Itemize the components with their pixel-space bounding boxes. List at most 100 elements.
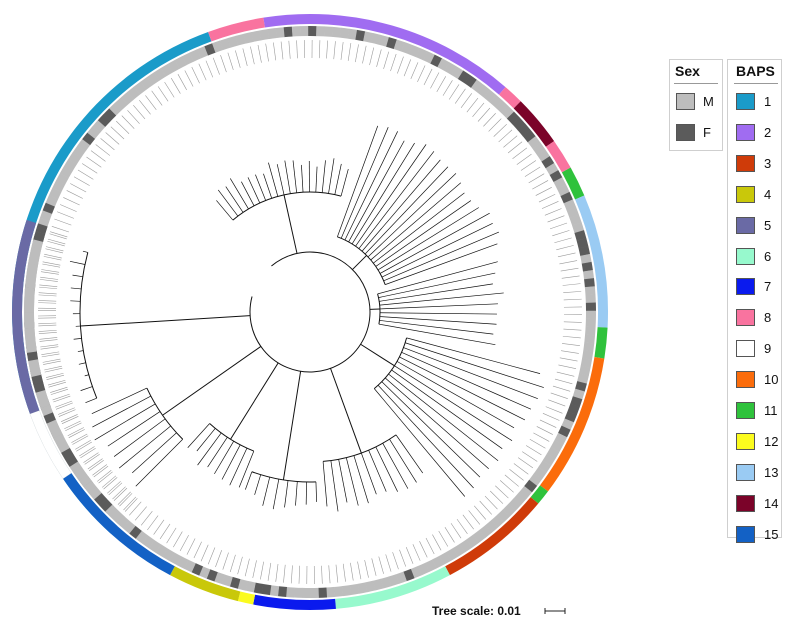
baps-legend-label-6: 6	[764, 249, 771, 264]
tip-label-mark	[39, 285, 57, 287]
tip-label-mark	[127, 110, 139, 123]
tip-label-mark	[60, 205, 77, 212]
tree-leaf-branch	[74, 338, 82, 339]
tip-label-mark	[281, 42, 283, 60]
tip-label-mark	[40, 279, 58, 281]
tree-leaf-branch	[371, 183, 461, 260]
tip-label-mark	[63, 197, 79, 205]
tip-label-mark	[563, 336, 581, 338]
baps-legend-swatch-11	[736, 402, 755, 419]
tip-label-mark	[561, 351, 579, 354]
tip-label-mark	[125, 498, 137, 511]
sex-ring-segment	[586, 319, 596, 328]
tip-label-mark	[78, 170, 93, 179]
tip-label-mark	[185, 71, 193, 87]
tip-label-mark	[273, 42, 275, 60]
tip-label-mark	[536, 187, 552, 195]
tip-label-mark	[517, 154, 532, 164]
tip-label-mark	[562, 343, 580, 345]
tip-label-mark	[68, 428, 84, 436]
tip-label-mark	[206, 61, 213, 78]
sex-ring-segment	[24, 296, 34, 305]
tip-label-mark	[463, 515, 474, 529]
tip-label-mark	[133, 105, 145, 119]
tip-label-mark	[39, 295, 57, 296]
tip-label-mark	[513, 148, 527, 159]
tip-label-mark	[94, 466, 108, 477]
sex-ring-segment	[276, 27, 285, 38]
sex-ring-segment	[24, 328, 35, 337]
sex-ring-segment	[310, 588, 318, 598]
tip-label-mark	[230, 555, 235, 572]
tip-label-mark	[522, 452, 537, 462]
tip-label-mark	[46, 247, 63, 251]
tree-leaf-branch	[399, 357, 525, 420]
tip-label-mark	[49, 234, 66, 239]
tip-label-mark	[419, 541, 427, 557]
tip-label-mark	[529, 174, 544, 183]
tip-label-mark	[485, 496, 497, 509]
tree-leaf-branch	[380, 304, 498, 309]
tip-label-mark	[533, 433, 549, 442]
sex-ring-segment	[585, 327, 596, 336]
tip-label-mark	[539, 194, 555, 202]
tip-label-mark	[187, 539, 195, 555]
tree-clade-stem	[284, 195, 297, 254]
tree-leaf-branch	[85, 398, 96, 403]
tip-label-mark	[503, 136, 517, 148]
sex-ring-segment	[302, 588, 310, 598]
tree-leaf-branch	[230, 448, 247, 485]
tip-label-mark	[49, 382, 66, 387]
tip-label-mark	[358, 562, 361, 580]
tip-label-mark	[46, 373, 63, 377]
baps-legend-swatch-1	[736, 93, 755, 110]
tip-label-mark	[139, 100, 150, 114]
tip-label-mark	[397, 57, 403, 74]
tip-label-mark	[213, 58, 219, 75]
tip-label-mark	[40, 340, 58, 342]
tip-label-mark	[430, 73, 439, 89]
tip-label-mark	[47, 375, 64, 379]
tip-label-mark	[48, 380, 65, 385]
tip-label-mark	[111, 127, 124, 139]
sex-legend-swatch-f	[676, 124, 695, 141]
tree-leaf-branch	[382, 223, 493, 277]
sex-ring-segment	[267, 28, 277, 39]
tip-label-mark	[109, 483, 122, 495]
sex-ring-segment	[350, 584, 360, 595]
tip-label-mark	[180, 535, 189, 551]
tip-label-mark	[291, 565, 292, 583]
tip-label-mark	[525, 167, 540, 177]
tip-label-mark	[404, 59, 411, 76]
tip-label-mark	[417, 66, 425, 82]
sex-ring-segment	[585, 294, 595, 303]
tip-label-mark	[135, 507, 147, 521]
tip-label-mark	[564, 322, 582, 323]
tip-label-mark	[39, 330, 57, 331]
tip-label-mark	[299, 566, 300, 584]
tip-label-mark	[201, 545, 208, 561]
baps-legend-label-7: 7	[764, 279, 771, 294]
tree-leaf-branch	[208, 437, 228, 467]
tip-label-mark	[85, 454, 100, 464]
sex-ring-segment	[326, 587, 335, 598]
tip-label-mark	[393, 552, 399, 569]
tip-label-mark	[494, 124, 507, 136]
tip-label-mark	[508, 142, 522, 153]
tree-clade-stem	[352, 255, 366, 269]
tip-label-mark	[365, 560, 369, 578]
tip-label-mark	[83, 453, 98, 463]
sex-ring-segment	[24, 320, 34, 329]
tree-leaf-branch	[92, 388, 147, 414]
baps-legend-swatch-5	[736, 217, 755, 234]
tree-leaf-branch	[285, 161, 290, 194]
sex-ring-segment	[24, 287, 35, 296]
tip-label-ring	[38, 40, 582, 584]
tip-label-mark	[555, 379, 572, 384]
tip-label-mark	[74, 177, 90, 186]
tip-label-mark	[548, 216, 565, 222]
sex-ring-segment	[324, 26, 333, 37]
tip-label-mark	[173, 532, 182, 548]
tree-leaf-branch	[405, 343, 544, 388]
sex-legend: Sex M F	[669, 59, 723, 151]
